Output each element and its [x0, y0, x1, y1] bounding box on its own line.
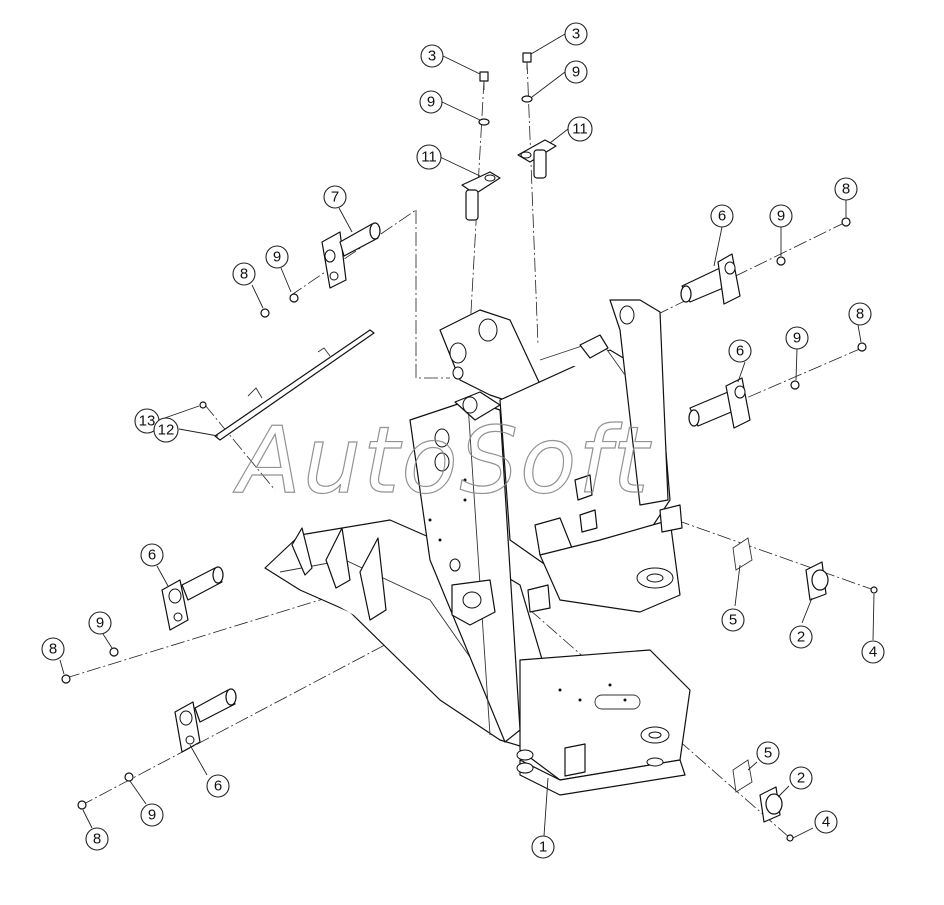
svg-text:5: 5	[764, 745, 772, 762]
callout-2: 2	[789, 625, 813, 649]
callout-4: 4	[814, 810, 838, 834]
watermark: AutoSoft	[233, 407, 652, 514]
shim-part	[732, 759, 753, 793]
svg-text:6: 6	[736, 343, 744, 360]
callout-1: 1	[531, 835, 555, 859]
svg-text:8: 8	[842, 181, 850, 198]
bolt-part	[77, 800, 87, 810]
callout-5: 5	[756, 741, 780, 765]
assembly-axes	[65, 59, 875, 839]
svg-text:9: 9	[148, 807, 156, 824]
callout-7: 7	[323, 185, 347, 209]
svg-text:9: 9	[777, 208, 785, 225]
svg-text:7: 7	[331, 189, 339, 206]
svg-text:8: 8	[856, 306, 864, 323]
washer-part	[109, 647, 119, 657]
callouts: 3 3 9 9 11 11 7 9 8 6 9 8 8 6 9 13 12 6 …	[41, 22, 885, 859]
callout-6: 6	[728, 339, 752, 363]
callout-8: 8	[848, 302, 872, 326]
long-pin-part	[161, 566, 224, 631]
callout-6: 6	[206, 774, 230, 798]
washer-part	[289, 293, 299, 303]
callout-4: 4	[861, 640, 885, 664]
callout-8: 8	[85, 827, 109, 851]
callout-9: 9	[769, 204, 793, 228]
callout-9: 9	[785, 326, 809, 350]
bolt-part	[199, 401, 207, 409]
bolt-part	[479, 71, 489, 90]
bolts	[61, 52, 878, 842]
svg-text:8: 8	[240, 266, 248, 283]
callout-9: 9	[140, 803, 164, 827]
svg-text:9: 9	[793, 330, 801, 347]
svg-text:2: 2	[797, 629, 805, 646]
callout-6: 6	[140, 543, 164, 567]
svg-text:8: 8	[93, 831, 101, 848]
callout-13: 13	[134, 408, 160, 434]
bolt-part	[841, 217, 851, 227]
main-frame-part	[264, 299, 691, 796]
bolt-part	[61, 674, 71, 684]
callout-9: 9	[265, 245, 289, 269]
bolt-part	[260, 308, 270, 318]
bolt-part	[857, 342, 867, 352]
svg-text:9: 9	[96, 615, 104, 632]
flange-pin-part	[461, 171, 501, 221]
svg-text:9: 9	[572, 64, 580, 81]
cap-part	[805, 561, 829, 601]
callout-3: 3	[420, 44, 444, 68]
svg-text:6: 6	[214, 778, 222, 795]
callout-11: 11	[567, 116, 593, 142]
washers	[109, 95, 800, 782]
washer-part	[478, 118, 490, 126]
svg-text:6: 6	[148, 547, 156, 564]
cap-part	[759, 786, 783, 823]
callout-2: 2	[789, 766, 813, 790]
callout-9: 9	[564, 60, 588, 84]
svg-text:5: 5	[729, 612, 737, 629]
long-pin-part	[174, 688, 237, 753]
svg-text:11: 11	[572, 121, 588, 138]
svg-text:1: 1	[539, 839, 547, 856]
svg-text:2: 2	[797, 770, 805, 787]
bolt-part	[786, 834, 794, 842]
svg-text:4: 4	[869, 644, 877, 661]
callout-8: 8	[41, 637, 65, 661]
callout-9: 9	[419, 90, 443, 114]
svg-text:11: 11	[421, 149, 437, 166]
svg-text:3: 3	[428, 48, 436, 65]
callout-8: 8	[834, 177, 858, 201]
callout-8: 8	[232, 262, 256, 286]
callout-5: 5	[721, 608, 745, 632]
callout-3: 3	[564, 22, 588, 46]
callout-12: 12	[153, 417, 179, 443]
cover-plate-part	[214, 329, 375, 441]
svg-text:9: 9	[427, 94, 435, 111]
bolt-part	[870, 586, 878, 594]
washer-part	[521, 95, 533, 103]
long-pin-part	[688, 377, 751, 429]
flange-pin-part	[517, 139, 557, 179]
svg-text:9: 9	[273, 249, 281, 266]
svg-text:13: 13	[139, 413, 156, 430]
washer-part	[776, 256, 786, 266]
svg-text:8: 8	[49, 641, 57, 658]
washer-part	[790, 380, 800, 390]
callout-11: 11	[416, 144, 442, 170]
svg-text:4: 4	[822, 814, 830, 831]
svg-text:6: 6	[718, 208, 726, 225]
callout-9: 9	[88, 611, 112, 635]
shim-part	[732, 537, 753, 571]
callout-6: 6	[710, 204, 734, 228]
svg-text:3: 3	[572, 26, 580, 43]
long-pin-part	[680, 253, 741, 305]
svg-text:12: 12	[158, 422, 175, 439]
long-pin-part	[321, 222, 381, 289]
bolt-part	[522, 52, 532, 70]
washer-part	[124, 772, 134, 782]
